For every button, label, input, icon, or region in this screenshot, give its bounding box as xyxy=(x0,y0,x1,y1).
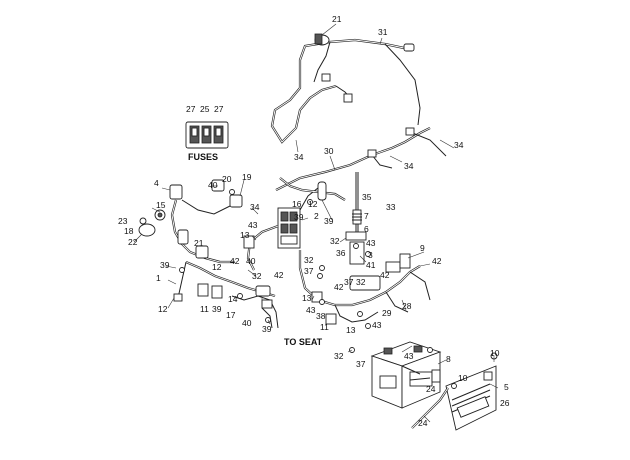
callout-1: 1 xyxy=(156,273,161,283)
callout-42-left: 42 xyxy=(230,256,240,266)
callout-15: 15 xyxy=(156,200,166,210)
ignition-switch-cluster xyxy=(138,179,243,264)
ground-rod-assembly xyxy=(317,172,367,265)
callout-34-harness-right: 34 xyxy=(404,161,414,171)
callout-32-mid: 32 xyxy=(304,255,314,265)
callout-43-lower: 43 xyxy=(306,305,316,315)
callout-39-lower: 39 xyxy=(212,304,222,314)
leader-lines xyxy=(133,23,499,423)
callout-32-lower: 32 xyxy=(356,277,366,287)
callout-20: 20 xyxy=(222,174,232,184)
relay-center-block xyxy=(243,185,327,271)
callout-40-center: 40 xyxy=(246,256,256,266)
callout-39-relay: 39 xyxy=(294,212,304,222)
callout-21-headlamp-socket: 21 xyxy=(332,14,342,24)
callout-14: 14 xyxy=(228,294,238,304)
upper-wiring-harness xyxy=(270,38,421,144)
callout-6: 6 xyxy=(364,224,369,234)
battery xyxy=(370,341,442,409)
callout-4: 4 xyxy=(154,178,159,188)
fuses-caption: FUSES xyxy=(188,152,218,162)
callout-26: 26 xyxy=(500,398,510,408)
callout-42-right: 42 xyxy=(432,256,442,266)
callout-32-battery: 32 xyxy=(334,351,344,361)
callout-41: 41 xyxy=(366,260,376,270)
callout-39-left: 39 xyxy=(160,260,170,270)
battery-holder xyxy=(411,352,498,431)
main-harness-front xyxy=(275,127,447,191)
callout-11-lower: 11 xyxy=(320,322,329,332)
callout-8: 8 xyxy=(446,354,451,364)
callout-10-holder: 10 xyxy=(458,373,468,383)
callout-34-center: 34 xyxy=(250,202,260,212)
callout-13-lower: 13 xyxy=(302,293,312,303)
main-harness-center xyxy=(279,177,431,325)
callout-5: 5 xyxy=(504,382,509,392)
callout-42-center: 42 xyxy=(274,270,284,280)
callout-9: 9 xyxy=(420,243,425,253)
callout-12-left: 12 xyxy=(212,262,222,272)
callout-19: 19 xyxy=(242,172,252,182)
callout-16: 16 xyxy=(292,199,302,209)
callout-24-battery: 24 xyxy=(426,384,436,394)
callout-39-upper-right: 39 xyxy=(324,216,334,226)
small-hardware xyxy=(179,189,457,389)
callout-numbers: 21 31 27 25 27 34 30 34 34 4 40 20 19 15… xyxy=(118,14,510,428)
callout-25-fuse: 25 xyxy=(200,104,210,114)
callout-43-center: 43 xyxy=(248,220,258,230)
callout-12-lower-left: 12 xyxy=(158,304,168,314)
rear-left-harness xyxy=(173,260,276,302)
callout-30: 30 xyxy=(324,146,334,156)
callout-10-upper: 10 xyxy=(490,348,500,358)
callout-18: 18 xyxy=(124,226,134,236)
callout-11-left: 11 xyxy=(200,304,209,314)
callout-43-rod: 43 xyxy=(366,238,376,248)
callout-32-center: 32 xyxy=(330,236,340,246)
callout-34-harness-left: 34 xyxy=(294,152,304,162)
callout-37-lower: 37 xyxy=(344,277,354,287)
callout-37-battery: 37 xyxy=(356,359,366,369)
callout-29: 29 xyxy=(382,308,392,318)
callout-42-lower: 42 xyxy=(334,282,344,292)
callout-32-left: 32 xyxy=(252,271,262,281)
callout-31: 31 xyxy=(378,27,388,37)
callout-12-center: 12 xyxy=(308,199,318,209)
callout-13-bottom: 13 xyxy=(346,325,356,335)
callout-7: 7 xyxy=(364,211,369,221)
callout-34-harness-end: 34 xyxy=(454,140,464,150)
callout-21-connector: 21 xyxy=(194,238,204,248)
callout-2: 2 xyxy=(314,211,319,221)
callout-33: 33 xyxy=(386,202,396,212)
callout-37-mid: 37 xyxy=(304,266,314,276)
callout-24-strap: 24 xyxy=(418,418,428,428)
callout-27-right-fuse: 27 xyxy=(214,104,224,114)
callout-35: 35 xyxy=(362,192,372,202)
callout-40-lower: 40 xyxy=(242,318,252,328)
callout-40-upper: 40 xyxy=(208,180,218,190)
fuse-block-inset xyxy=(185,121,229,149)
callout-28: 28 xyxy=(402,301,412,311)
callout-42-lower-right: 42 xyxy=(380,270,390,280)
to-seat-caption: TO SEAT xyxy=(284,337,323,347)
callout-36: 36 xyxy=(336,248,346,258)
headlamp-socket xyxy=(314,33,330,46)
callout-43-bottom: 43 xyxy=(372,320,382,330)
callout-38: 38 xyxy=(316,311,326,321)
callout-22: 22 xyxy=(128,237,138,247)
callout-23: 23 xyxy=(118,216,128,226)
callout-3: 3 xyxy=(368,250,373,260)
callout-43-battery: 43 xyxy=(404,351,414,361)
callout-17: 17 xyxy=(226,310,236,320)
callout-27-left-fuse: 27 xyxy=(186,104,196,114)
callout-13-center: 13 xyxy=(240,230,250,240)
callout-39-seat: 39 xyxy=(262,324,272,334)
